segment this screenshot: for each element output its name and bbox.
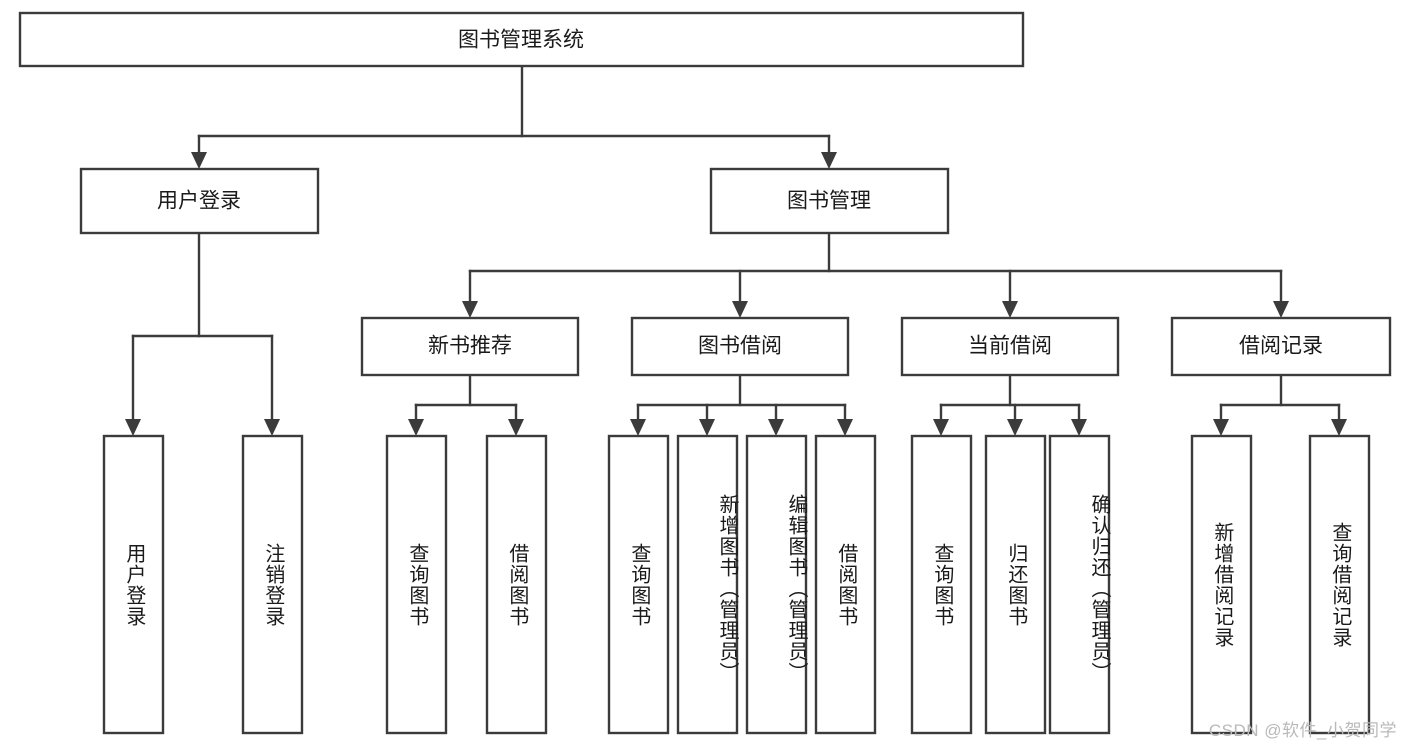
node-leaf-user-login-box[interactable] xyxy=(102,434,165,735)
node-new-book-recommend-label: 新书推荐 xyxy=(428,335,512,358)
arrow-to-leaf-edit-book-admin xyxy=(768,419,784,436)
arrow-to-leaf-borrow-book-1 xyxy=(508,419,524,436)
arrow-to-leaf-query-borrow-record xyxy=(1331,419,1347,436)
node-leaf-query-book-3-box[interactable] xyxy=(910,434,973,735)
node-user-login-box[interactable] xyxy=(79,167,320,235)
node-leaf-query-borrow-record-box[interactable] xyxy=(1308,434,1371,735)
node-leaf-return-book-box[interactable] xyxy=(984,434,1047,735)
arrow-to-new-book-recommend xyxy=(462,301,478,318)
connector-layer xyxy=(125,64,1347,436)
node-leaf-logout-login-box[interactable] xyxy=(241,434,304,735)
node-book-borrow-label: 图书借阅 xyxy=(698,335,782,358)
node-root-label: 图书管理系统 xyxy=(458,29,584,52)
arrow-to-leaf-logout-login xyxy=(264,419,280,436)
csdn-watermark: CSDN @软件_小贺同学 xyxy=(1208,721,1397,740)
node-leaf-add-borrow-record-box[interactable] xyxy=(1190,434,1253,735)
node-book-borrow-box[interactable] xyxy=(630,316,850,377)
node-borrow-record-label: 借阅记录 xyxy=(1239,335,1323,358)
arrow-to-borrow-record xyxy=(1273,301,1289,318)
node-new-book-recommend-box[interactable] xyxy=(360,316,580,377)
arrow-to-leaf-return-book xyxy=(1007,419,1023,436)
node-layer: 图书管理系统 用户登录 图书管理 新书推荐 图书借阅 当前借阅 借阅记录 xyxy=(18,11,1392,735)
node-leaf-query-book-1-box[interactable] xyxy=(385,434,448,735)
node-leaf-borrow-book-2-box[interactable] xyxy=(814,434,877,735)
node-book-manage-label: 图书管理 xyxy=(787,190,871,213)
arrow-to-user-login xyxy=(191,152,207,169)
arrow-to-leaf-query-book-1 xyxy=(408,419,424,436)
arrow-to-leaf-add-borrow-record xyxy=(1213,419,1229,436)
arrow-to-leaf-borrow-book-2 xyxy=(837,419,853,436)
node-user-login-label: 用户登录 xyxy=(157,190,241,213)
node-leaf-confirm-return-admin-box[interactable] xyxy=(1048,434,1111,735)
node-current-borrow-label: 当前借阅 xyxy=(968,335,1052,358)
arrow-to-leaf-query-book-3 xyxy=(933,419,949,436)
arrow-to-current-borrow xyxy=(1002,301,1018,318)
node-borrow-record-box[interactable] xyxy=(1170,316,1392,377)
arrow-to-leaf-query-book-2 xyxy=(630,419,646,436)
arrow-to-leaf-add-book-admin xyxy=(699,419,715,436)
node-leaf-query-book-2-box[interactable] xyxy=(607,434,670,735)
arrow-to-leaf-user-login xyxy=(125,419,141,436)
node-book-manage-box[interactable] xyxy=(709,167,950,235)
node-current-borrow-box[interactable] xyxy=(900,316,1120,377)
arrow-to-book-manage xyxy=(821,152,837,169)
node-leaf-borrow-book-1-box[interactable] xyxy=(485,434,548,735)
node-root-box[interactable] xyxy=(18,11,1025,68)
node-leaf-edit-book-admin-box[interactable] xyxy=(745,434,808,735)
node-leaf-add-book-admin-box[interactable] xyxy=(676,434,739,735)
arrow-to-book-borrow xyxy=(732,301,748,318)
arrow-to-leaf-confirm-return-admin xyxy=(1071,419,1087,436)
